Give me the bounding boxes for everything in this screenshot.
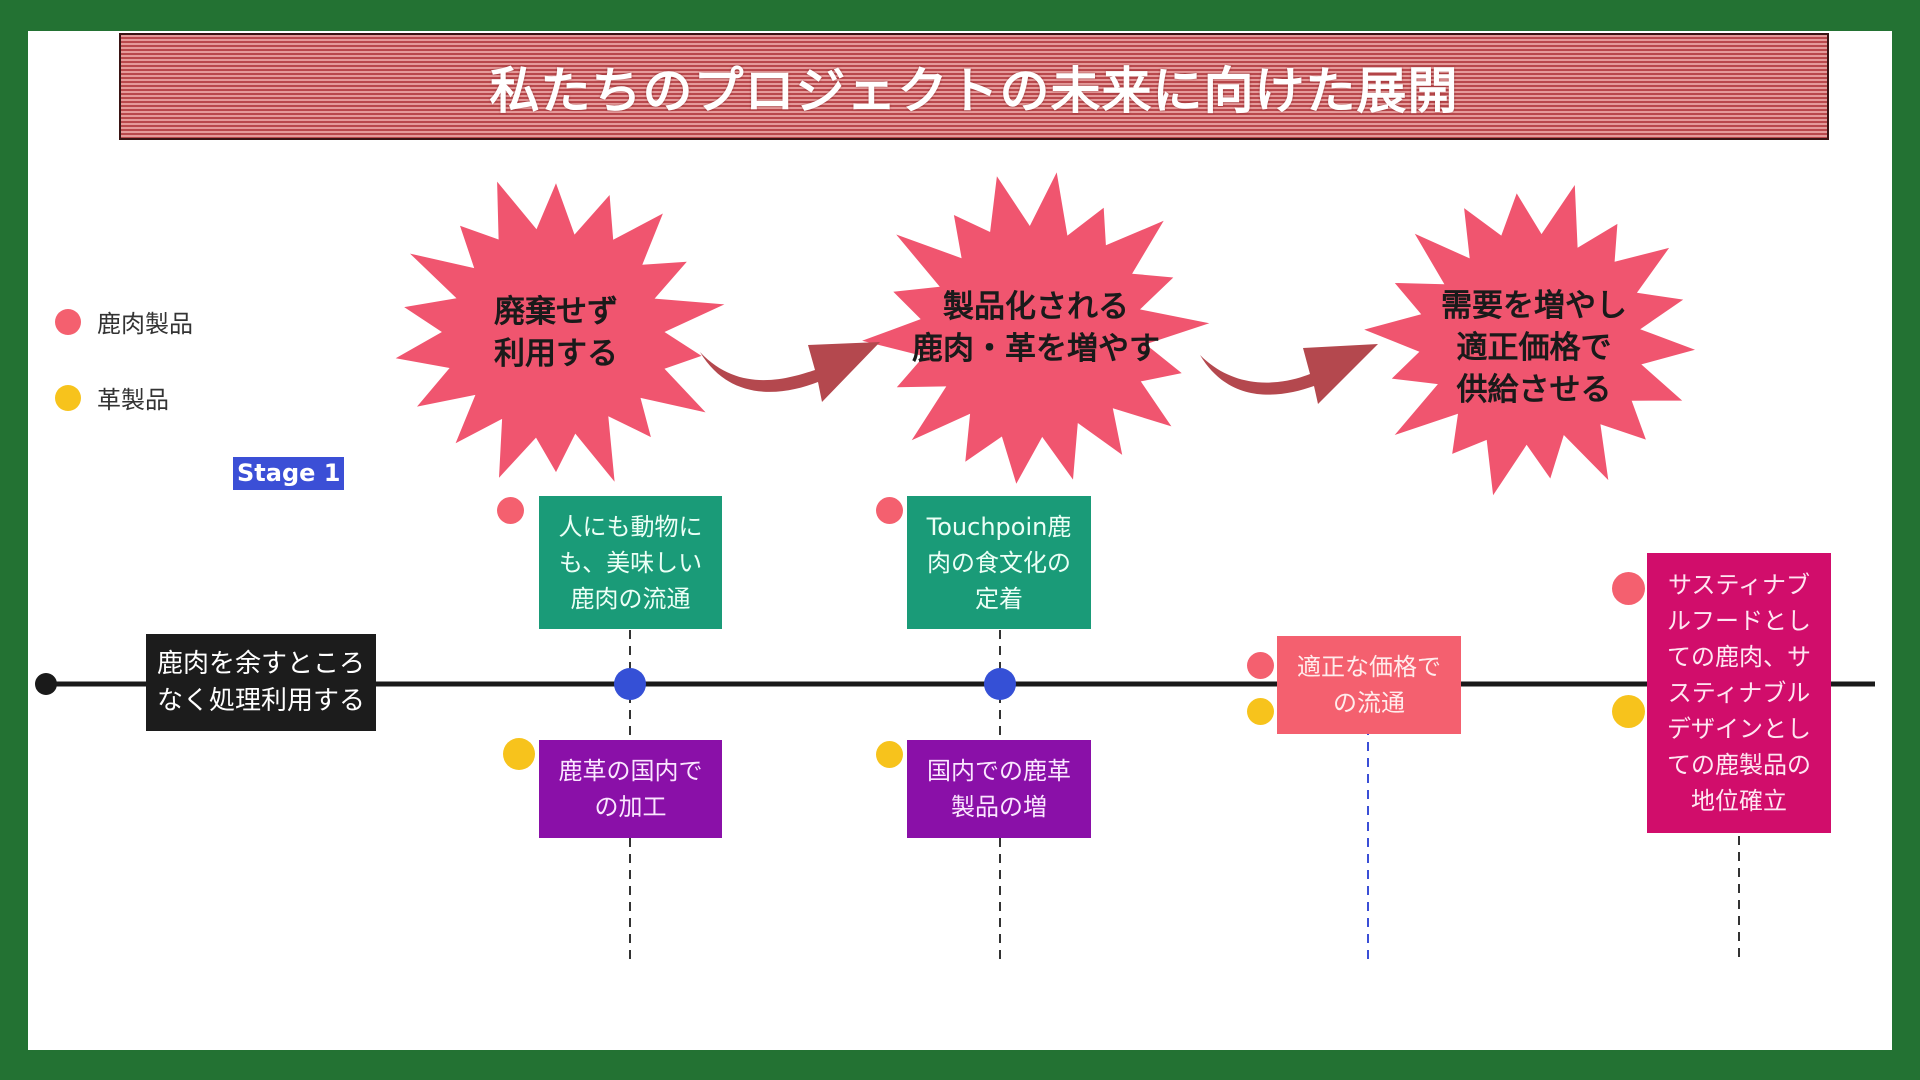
- legend-label: 革製品: [97, 386, 169, 414]
- milestone-4-box[interactable]: サスティナブ ルフードとし ての鹿肉、サ スティナブル デザインとし ての鹿製品…: [1647, 553, 1831, 833]
- milestone-dot[interactable]: [984, 668, 1016, 700]
- legend-item-meat: 鹿肉製品: [55, 304, 193, 339]
- curved-arrow-icon: [700, 342, 880, 402]
- stage-label[interactable]: Stage 1: [233, 457, 345, 490]
- title-banner: 私たちのプロジェクトの未来に向けた展開: [119, 33, 1829, 140]
- leather-marker-icon: [1247, 698, 1274, 725]
- starburst-shape: [1364, 185, 1695, 496]
- meat-marker-icon: [497, 497, 524, 524]
- milestone-2-meat-box[interactable]: Touchpoin鹿 肉の食文化の 定着: [907, 496, 1091, 629]
- legend-item-leather: 革製品: [55, 380, 169, 415]
- timeline-start-box[interactable]: 鹿肉を余すところ なく処理利用する: [146, 634, 376, 731]
- leather-dot-icon: [55, 384, 81, 411]
- milestone-dot[interactable]: [614, 668, 646, 700]
- burst-text: 廃棄せず 利用する: [494, 294, 618, 372]
- meat-dot-icon: [55, 308, 81, 335]
- leather-marker-icon: [1612, 695, 1645, 728]
- milestone-1-leather-box[interactable]: 鹿革の国内で の加工: [539, 740, 722, 838]
- legend-label: 鹿肉製品: [97, 310, 193, 338]
- leather-marker-icon: [876, 741, 903, 768]
- arrow-1: [700, 342, 880, 402]
- meat-marker-icon: [876, 497, 903, 524]
- milestone-2-leather-box[interactable]: 国内での鹿革 製品の増: [907, 740, 1091, 838]
- timeline-start-dot: [35, 673, 57, 695]
- milestone-1-meat-box[interactable]: 人にも動物に も、美味しい 鹿肉の流通: [539, 496, 722, 629]
- starburst-shape: [395, 181, 725, 482]
- meat-marker-icon: [1247, 652, 1274, 679]
- milestone-3-box[interactable]: 適正な価格で の流通: [1277, 636, 1461, 734]
- starburst-shape: [862, 172, 1210, 484]
- arrow-2: [1200, 344, 1378, 404]
- burst-text: 需要を増やし 適正価格で 供給させる: [1441, 288, 1627, 408]
- page-title: 私たちのプロジェクトの未来に向けた展開: [489, 61, 1459, 120]
- burst-text: 製品化される 鹿肉・革を増やす: [912, 289, 1160, 367]
- curved-arrow-icon: [1200, 344, 1378, 404]
- leather-marker-icon: [503, 738, 535, 770]
- meat-marker-icon: [1612, 572, 1645, 605]
